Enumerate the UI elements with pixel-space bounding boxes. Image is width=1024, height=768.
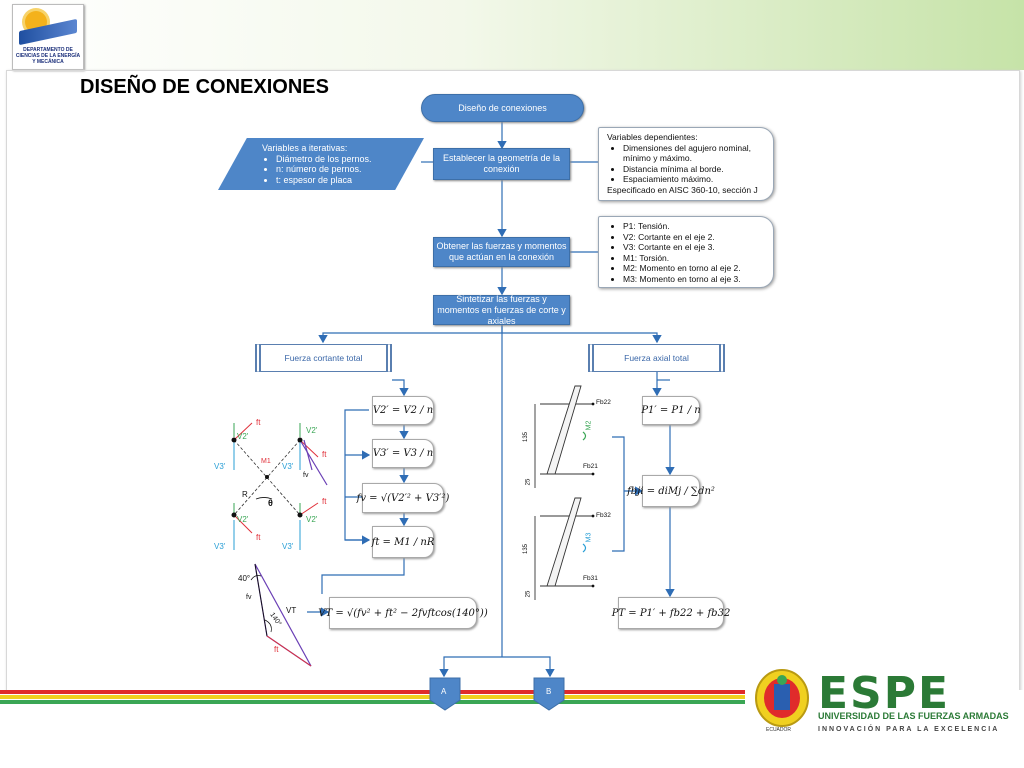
label-dim-135: 135 [523, 431, 530, 443]
footer-stripe-green [0, 700, 745, 704]
page-title: DISEÑO DE CONEXIONES [80, 76, 329, 98]
list-item: Diámetro de los pernos. [276, 154, 414, 165]
label-ft: ft [274, 645, 279, 654]
label-v2: V2' [306, 426, 318, 435]
list-item: n: número de pernos. [276, 164, 414, 175]
list-item: M3: Momento en torno al eje 3. [623, 274, 765, 285]
axial-total-subprocess[interactable]: Fuerza axial total [588, 344, 725, 372]
label-fb21: Fb21 [583, 463, 598, 470]
connector-b[interactable]: B [546, 687, 552, 696]
label-m2: M2 [585, 420, 593, 431]
list-item: P1: Tensión. [623, 221, 765, 232]
crest-text: ECUADOR [766, 727, 792, 733]
label-fv: fv [303, 472, 309, 479]
formula-fv: fv = √(V2′² + V3′²) [357, 483, 449, 513]
label-dim-25: 25 [525, 478, 532, 486]
formula-vt: VT = √(fv² + ft² − 2fvftcos(140°)) [318, 597, 488, 629]
dependent-variables-title: Variables dependientes: [607, 132, 698, 142]
formula-v3-per-bolt: V3′ = V3 / n [372, 439, 434, 468]
arrow-to-axial [502, 332, 662, 344]
iterative-variables-title: Variables a iterativas: [262, 143, 348, 153]
label-v3: V3' [282, 542, 294, 551]
label-v2: V2' [237, 515, 249, 524]
university-name: UNIVERSIDAD DE LAS FUERZAS ARMADAS [818, 711, 1009, 721]
list-item: Espaciamiento máximo. [623, 174, 765, 185]
offpage-connectors [429, 677, 565, 711]
formula-v2-per-bolt: V2′ = V2 / n [372, 396, 434, 425]
list-item: t: espesor de placa [276, 175, 414, 186]
label-v2: V2' [237, 432, 249, 441]
force-triangle-diagram [250, 563, 312, 667]
list-item: V3: Cortante en el eje 3. [623, 242, 765, 253]
label-theta: θ [268, 498, 273, 508]
header-band [0, 0, 1024, 70]
label-vt: VT [286, 606, 297, 615]
forces-list-note: P1: Tensión. V2: Cortante en el eje 2. V… [598, 216, 774, 288]
department-logo: DEPARTAMENTO DE CIENCIAS DE LA ENERGÍA Y… [12, 4, 84, 70]
arrow-to-shear [318, 324, 503, 344]
arrow-shear-down [392, 379, 409, 397]
label-fb31: Fb31 [583, 575, 598, 582]
footer-stripe-red [0, 690, 745, 694]
label-fb32: Fb32 [596, 512, 611, 519]
bolt-group-diagram [231, 422, 328, 550]
label-fv: fv [246, 594, 252, 601]
list-item: M2: Momento en torno al eje 2. [623, 263, 765, 274]
step-synthesize-forces[interactable]: Sintetizar las fuerzas y momentos en fue… [433, 294, 570, 326]
list-item: Distancia mínima al borde. [623, 164, 765, 175]
connector-a[interactable]: A [441, 687, 447, 696]
dependent-variables-note: Variables dependientes: Dimensiones del … [598, 127, 774, 201]
university-slogan: INNOVACIÓN PARA LA EXCELENCIA [818, 726, 1000, 733]
label-ft: ft [322, 450, 327, 459]
start-terminal[interactable]: Diseño de conexiones [421, 94, 584, 122]
label-angle-40: 40° [238, 574, 251, 583]
label-ft: ft [256, 533, 261, 542]
list-item: V2: Cortante en el eje 2. [623, 232, 765, 243]
label-v3: V3' [214, 462, 226, 471]
formula-p1-per-bolt: P1′ = P1 / n [641, 396, 701, 425]
department-logo-text: DEPARTAMENTO DE CIENCIAS DE LA ENERGÍA Y… [15, 47, 81, 65]
dependent-variables-footer: Especificado en AISC 360-10, sección J [607, 184, 758, 195]
arrow-to-a [439, 656, 502, 678]
list-item: Dimensiones del agujero nominal, mínimo … [623, 143, 765, 164]
label-fb22: Fb22 [596, 399, 611, 406]
espe-logo-text: ESPE [818, 668, 951, 719]
label-v2: V2' [306, 515, 318, 524]
shear-total-subprocess[interactable]: Fuerza cortante total [255, 344, 392, 372]
label-m1: M1 [261, 458, 271, 465]
label-r: R [242, 490, 248, 499]
list-item: M1: Torsión. [623, 253, 765, 264]
label-dim-25: 25 [525, 590, 532, 598]
label-v3: V3' [214, 542, 226, 551]
label-ft: ft [256, 418, 261, 427]
iterative-variables: Variables a iterativas: Diámetro de los … [218, 138, 424, 190]
label-m3: M3 [585, 532, 593, 543]
step-obtain-forces[interactable]: Obtener las fuerzas y momentos que actúa… [433, 237, 570, 267]
label-ft: ft [322, 497, 327, 506]
step-establish-geometry[interactable]: Establecer la geometría de la conexión [433, 148, 570, 180]
formula-pt: PT = P1′ + fb22 + fb32 [612, 597, 730, 629]
vt-feed [321, 558, 405, 594]
plate-bolt-diagram [534, 385, 595, 600]
formula-ft: ft = M1 / nR [372, 526, 434, 558]
formula-fbji: fbji = diMj / ∑dn² [627, 475, 715, 507]
label-dim-135: 135 [523, 543, 530, 555]
label-v3: V3' [282, 462, 294, 471]
espe-crest-icon [755, 669, 809, 727]
footer-stripe-yellow [0, 695, 745, 699]
arrow-to-b [502, 656, 555, 678]
